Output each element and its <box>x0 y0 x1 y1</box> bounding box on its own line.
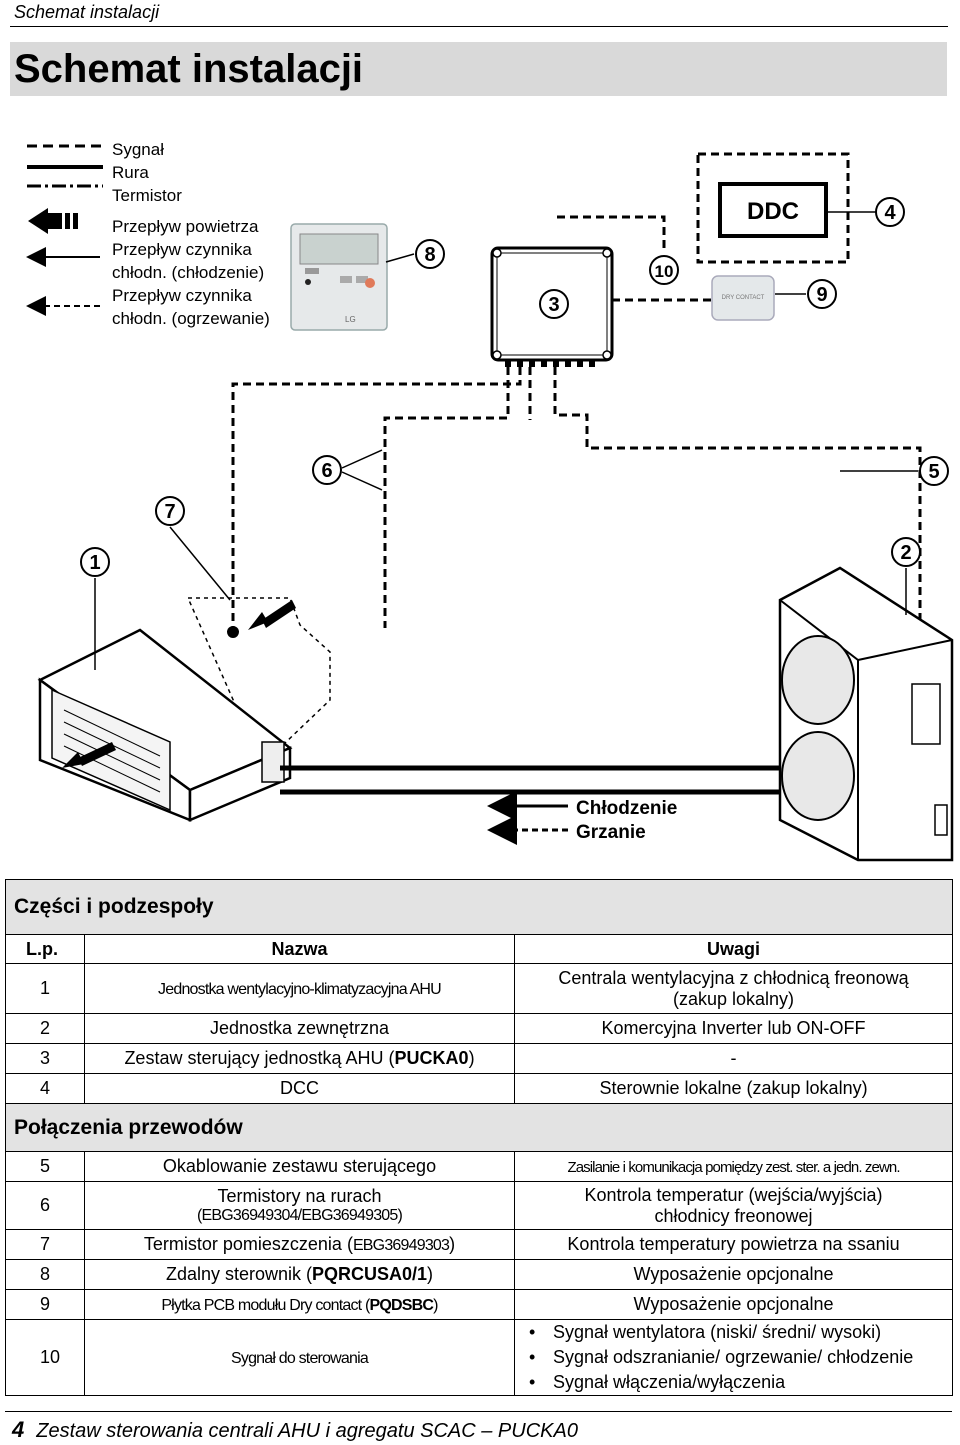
parts-table-wrapper: Części i podzespoły L.p. Nazwa Uwagi 1 J… <box>4 879 954 1396</box>
callout-10: 10 <box>649 255 679 285</box>
table-row: 1 Jednostka wentylacyjno-klimatyzacyjna … <box>5 963 954 1014</box>
legend-pipe: Rura <box>112 163 149 182</box>
legend-cooling-1: Przepływ czynnika <box>112 240 252 259</box>
table-row: 3 Zestaw sterujący jednostką AHU (PUCKA0… <box>5 1043 954 1074</box>
airflow-arrows <box>62 600 296 768</box>
list-item: Sygnał wentylatora (niski/ średni/ wysok… <box>523 1320 948 1345</box>
legend-cooling-2: chłodn. (chłodzenie) <box>112 263 265 282</box>
callout-9: 9 <box>807 279 837 309</box>
svg-text:8: 8 <box>424 244 435 266</box>
callout-4: 4 <box>875 197 905 227</box>
table-row: 5 Okablowanie zestawu sterującego Zasila… <box>5 1151 954 1182</box>
callout-leaders <box>94 211 918 670</box>
legend-signal: Sygnał <box>112 140 164 159</box>
table-row: 10 Sygnał do sterowania Sygnał wentylato… <box>5 1319 954 1396</box>
outdoor-unit-illustration <box>778 566 954 862</box>
svg-text:7: 7 <box>164 501 175 523</box>
list-item: Sygnał odszranianie/ ogrzewanie/ chłodze… <box>523 1345 948 1370</box>
table-row: 8 Zdalny sterownik (PQRCUSA0/1) Wyposaże… <box>5 1259 954 1290</box>
col-notes: Uwagi <box>513 934 954 964</box>
section-parts-title: Części i podzespoły <box>4 879 954 935</box>
svg-text:10: 10 <box>655 262 674 281</box>
ddc-box <box>718 182 828 238</box>
heating-label: Grzanie <box>576 822 646 843</box>
callout-6: 6 <box>312 455 342 485</box>
ddc-zone-outline <box>696 152 850 264</box>
col-lp: L.p. <box>5 934 85 964</box>
legend-heating-1: Przepływ czynnika <box>112 286 252 305</box>
parts-table: Części i podzespoły L.p. Nazwa Uwagi 1 J… <box>4 879 954 1396</box>
ahu-unit-illustration <box>37 597 331 822</box>
footer: 4 Zestaw sterowania centrali AHU i agrega… <box>12 1417 578 1443</box>
title-bar: Schemat instalacji <box>10 42 947 96</box>
svg-text:3: 3 <box>548 294 559 316</box>
svg-text:4: 4 <box>884 202 896 224</box>
ddc-label: DDC <box>747 198 799 225</box>
dry-contact-label: DRY CONTACT <box>722 295 765 301</box>
signal-list: Sygnał wentylatora (niski/ średni/ wysok… <box>519 1320 948 1395</box>
page-title: Schemat instalacji <box>14 47 364 91</box>
legend-thermistor: Termistor <box>112 186 182 205</box>
cooling-label: Chłodzenie <box>576 798 677 819</box>
list-item: Sygnał włączenia/wyłączenia <box>523 1370 948 1395</box>
installation-diagram: LG DDC DRY CONTACT <box>26 144 954 862</box>
svg-text:1: 1 <box>89 552 100 574</box>
header-rule <box>10 26 948 27</box>
signal-wires <box>231 215 922 632</box>
legend: Sygnał Rura Termistor Przepływ powietrza… <box>112 138 270 330</box>
svg-text:2: 2 <box>900 542 911 564</box>
table-row: 9 Płytka PCB modułu Dry contact (PQDSBC)… <box>5 1289 954 1320</box>
table-row: 2 Jednostka zewnętrzna Komercyjna Invert… <box>5 1013 954 1044</box>
col-name: Nazwa <box>84 934 515 964</box>
table-row: 4 DCC Sterownie lokalne (zakup lokalny) <box>5 1073 954 1104</box>
svg-text:6: 6 <box>321 460 332 482</box>
legend-airflow: Przepływ powietrza <box>112 217 259 236</box>
callout-8: 8 <box>415 239 445 269</box>
table-header-row: L.p. Nazwa Uwagi <box>5 934 954 964</box>
legend-airflow-arrow <box>28 208 78 234</box>
footer-text: Zestaw sterowania centrali AHU i agregat… <box>36 1420 578 1442</box>
callout-1: 1 <box>80 547 110 577</box>
section-wiring-title: Połączenia przewodów <box>4 1103 954 1152</box>
callout-3: 3 <box>539 289 569 319</box>
page-number: 4 <box>12 1417 25 1442</box>
running-header: Schemat instalacji <box>14 2 160 22</box>
legend-symbols <box>26 144 103 316</box>
dry-contact-illustration: DRY CONTACT <box>711 275 775 321</box>
room-thermistor-dot <box>227 626 239 638</box>
legend-heating-2: chłodn. (ogrzewanie) <box>112 309 270 328</box>
table-row: 6 Termistory na rurach(EBG36949304/EBG36… <box>5 1181 954 1230</box>
section-header-parts: Części i podzespoły <box>4 879 954 935</box>
callout-5: 5 <box>919 456 949 486</box>
callout-circles: 1 2 3 4 5 6 7 8 9 10 <box>80 197 949 577</box>
callout-2: 2 <box>891 537 921 567</box>
svg-text:9: 9 <box>816 284 827 306</box>
remote-controller-illustration: LG <box>290 223 388 331</box>
svg-text:LG: LG <box>345 315 356 324</box>
callout-7: 7 <box>155 496 185 526</box>
footer-rule <box>5 1411 952 1412</box>
table-row: 7 Termistor pomieszczenia (EBG36949303) … <box>5 1229 954 1260</box>
section-header-wiring: Połączenia przewodów <box>4 1103 954 1152</box>
svg-text:5: 5 <box>928 461 939 483</box>
